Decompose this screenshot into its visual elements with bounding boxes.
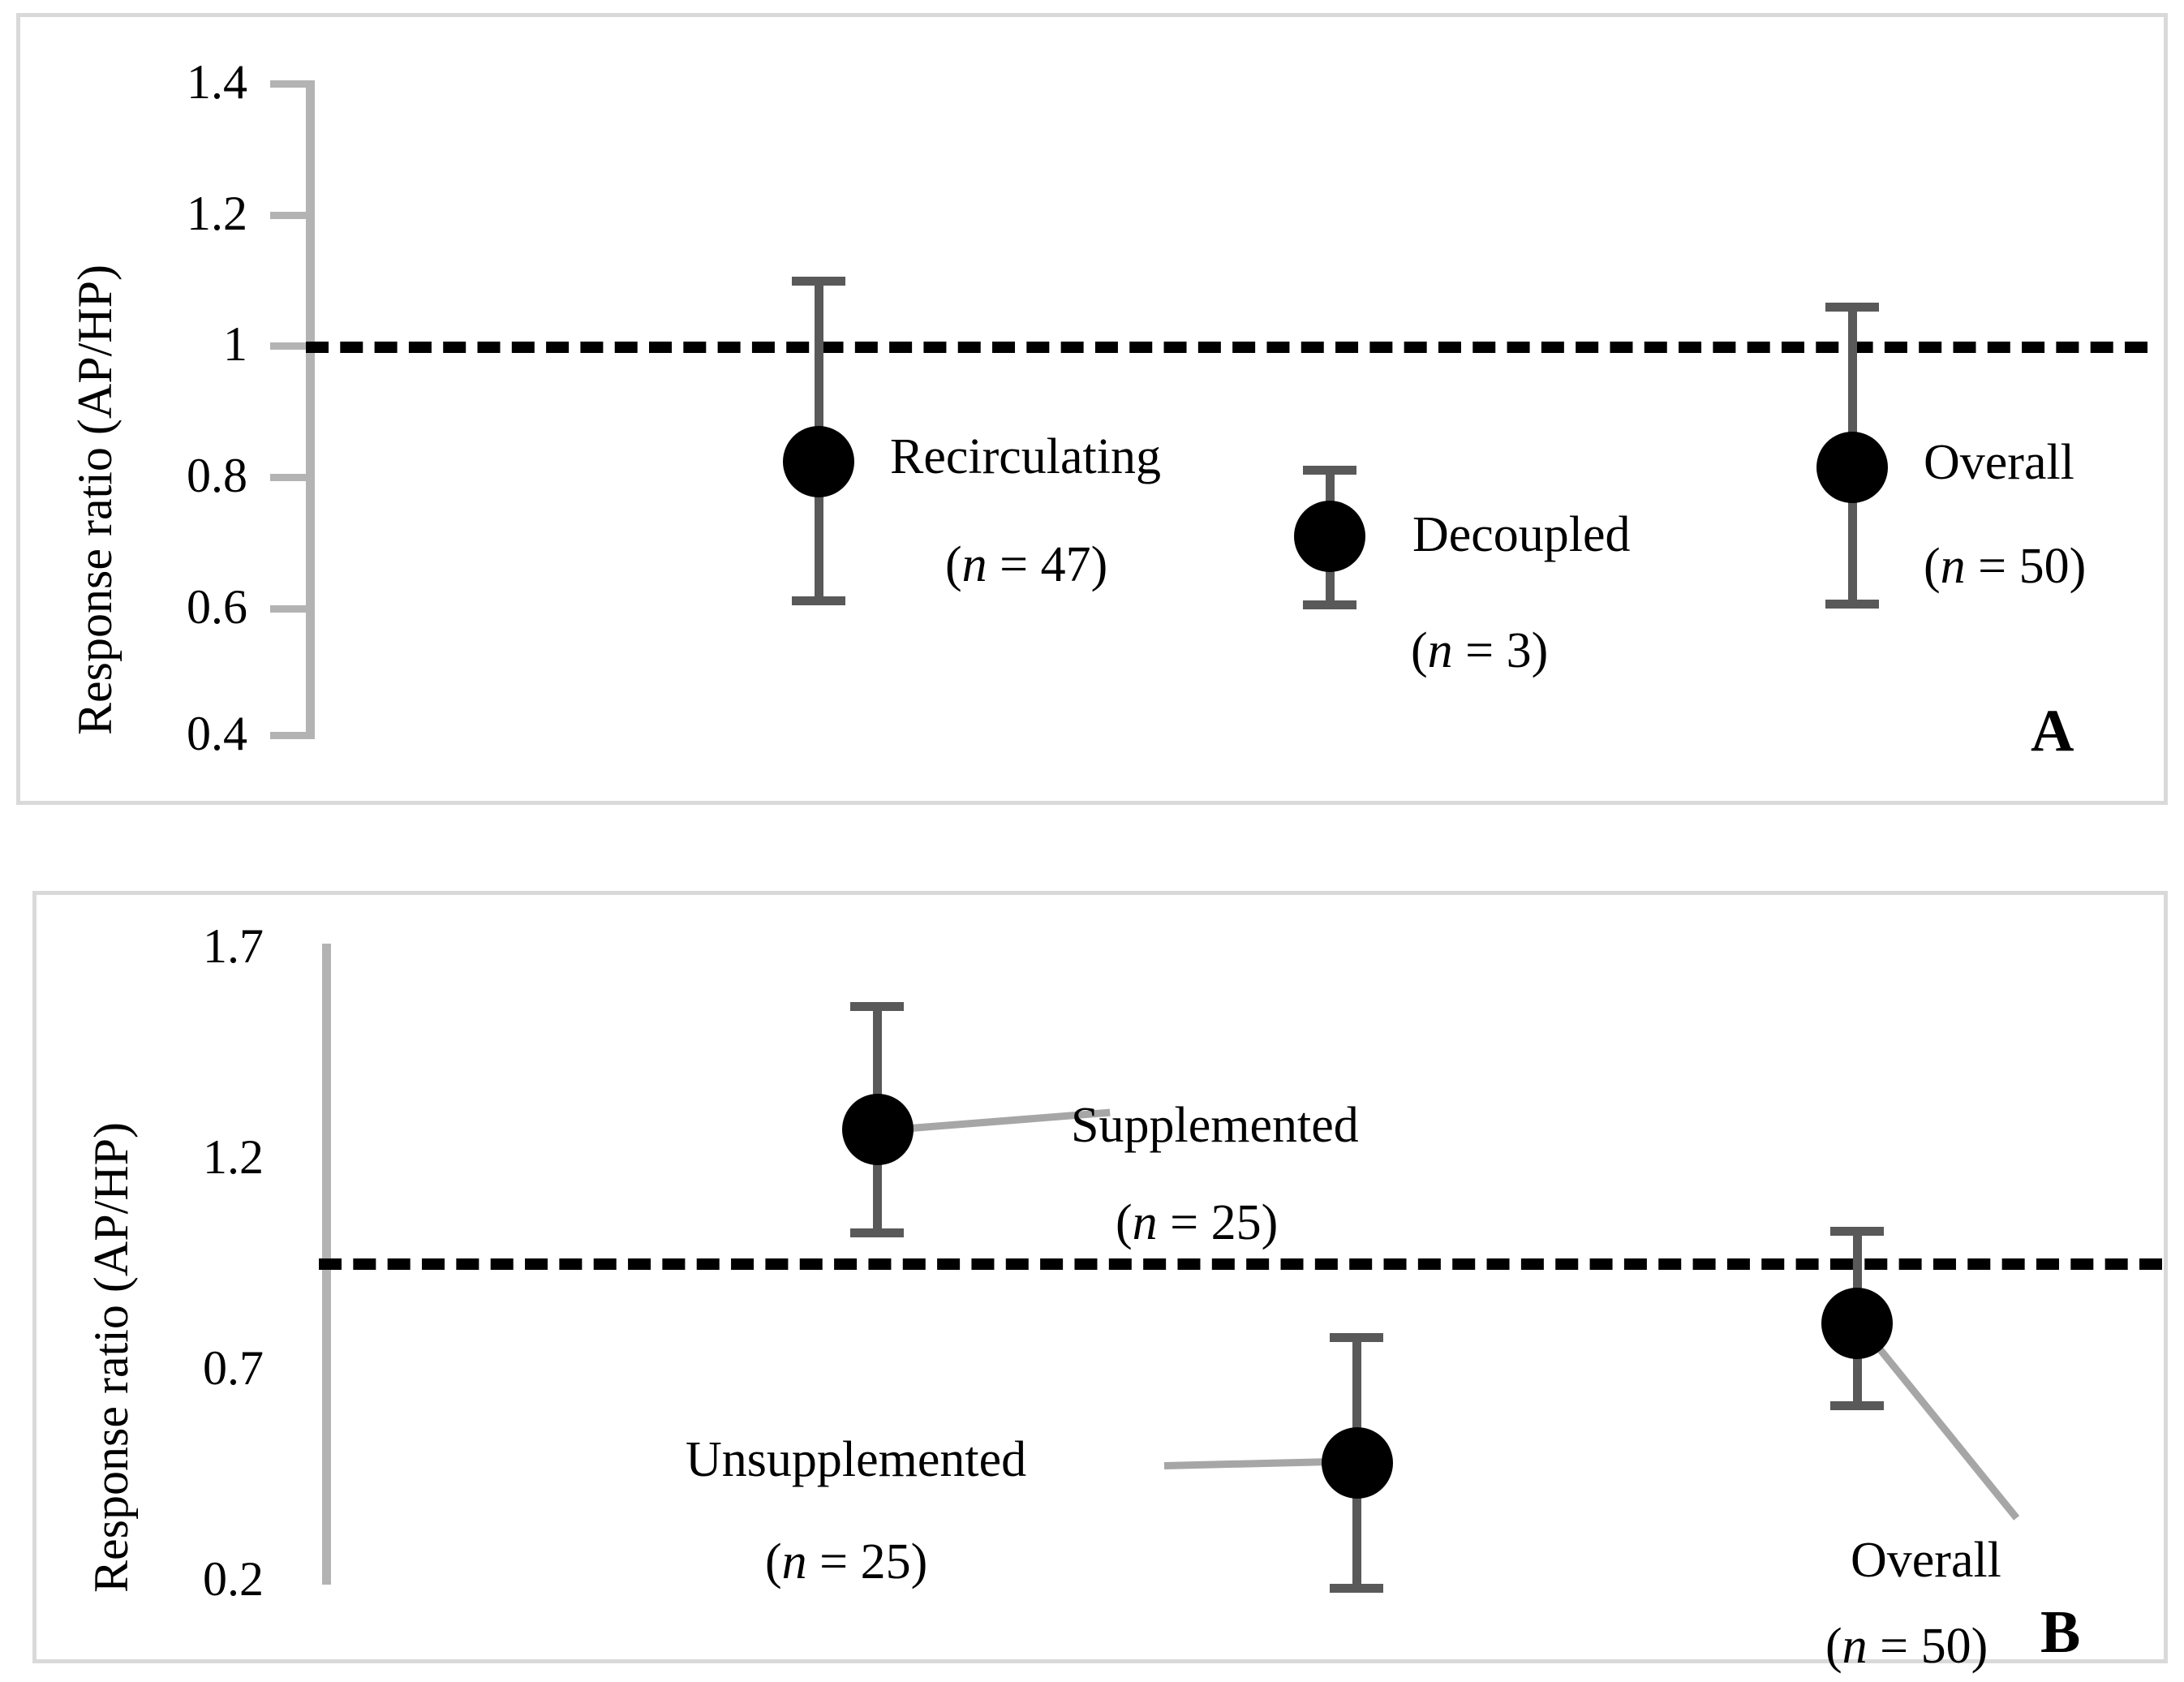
panel-a-plot: Response ratio (AP/HP) 1.4 1.2 1 0.8 0.6…: [20, 17, 2164, 801]
panel-a-point-label-text-overall: Overall: [1924, 435, 2074, 490]
panel-a-ytick-mark-0.8: [270, 474, 311, 481]
panel-a-ytick-label-1.2: 1.2: [187, 187, 247, 240]
panel-a-point-label-recirculating: Recirculating: [890, 428, 1161, 487]
panel-a-ytick-label-0.4: 0.4: [187, 707, 247, 760]
panel-a-point-label-text-decoupled: Decoupled: [1412, 507, 1631, 562]
panel-b-point-n-unsupplemented: (n = 25): [765, 1534, 928, 1590]
panel-b-point-n-overall: (n = 50): [1825, 1619, 1988, 1674]
panel-b-point-label-text-unsupplemented: Unsupplemented: [686, 1432, 1027, 1487]
panel-b-letter: B: [2040, 1599, 2081, 1666]
panel-a-point-label-text-recirculating: Recirculating: [890, 429, 1161, 484]
panel-a-point-n-decoupled: (n = 3): [1411, 623, 1549, 678]
panel-b-errorbar-cap-lower-supplemented: [850, 1228, 904, 1237]
panel-b-point-label-text-overall: Overall: [1851, 1533, 2001, 1588]
panel-b-point-n-supplemented: (n = 25): [1116, 1195, 1279, 1250]
panel-b-data-point-overall[interactable]: [1821, 1288, 1893, 1359]
panel-b-point-label-text-supplemented: Supplemented: [1071, 1098, 1359, 1153]
panel-a-data-point-recirculating[interactable]: [783, 426, 854, 497]
panel-a-point-n-recirculating: (n = 47): [945, 537, 1108, 592]
panel-a: Response ratio (AP/HP) 1.4 1.2 1 0.8 0.6…: [16, 13, 2168, 805]
panel-b-ytick-label-0.2: 0.2: [203, 1552, 264, 1606]
panel-b-data-point-unsupplemented[interactable]: [1322, 1427, 1393, 1499]
panel-a-data-point-overall[interactable]: [1816, 432, 1888, 503]
panel-b-data-point-supplemented[interactable]: [842, 1094, 914, 1165]
panel-a-ytick-label-1.4: 1.4: [187, 55, 247, 109]
panel-b-errorbar-cap-lower-unsupplemented: [1330, 1584, 1383, 1593]
panel-b-leader-line-overall: [1859, 1324, 2020, 1521]
panel-a-letter: A: [2031, 698, 2074, 764]
panel-a-data-point-decoupled[interactable]: [1294, 501, 1365, 572]
panel-a-point-n-overall: (n = 50): [1924, 539, 2087, 594]
panel-a-point-label-overall: Overall: [1924, 433, 2074, 493]
panel-a-y-axis-line: [306, 80, 315, 739]
panel-b-point-label-supplemented: Supplemented: [1071, 1096, 1359, 1155]
panel-a-reference-line-at-1: [306, 342, 2147, 353]
panel-b: Response ratio (AP/HP) 1.7 1.2 0.7 0.2 S…: [32, 891, 2168, 1674]
panel-a-ytick-mark-1: [270, 342, 311, 350]
panel-b-point-label-overall: Overall: [1851, 1531, 2001, 1590]
panel-b-ytick-label-0.7: 0.7: [203, 1341, 264, 1395]
panel-b-ytick-label-1.7: 1.7: [203, 919, 264, 973]
panel-b-errorbar-cap-lower-overall: [1830, 1401, 1884, 1410]
panel-b-point-label-unsupplemented: Unsupplemented: [686, 1430, 1026, 1490]
panel-a-ytick-label-1: 1: [223, 317, 247, 371]
panel-a-ytick-label-0.6: 0.6: [187, 580, 247, 634]
panel-a-errorbar-cap-lower-overall: [1825, 600, 1879, 609]
panel-a-ytick-label-0.8: 0.8: [187, 449, 247, 502]
panel-a-ytick-mark-1.2: [270, 212, 311, 219]
panel-b-reference-line-at-1: [319, 1258, 2162, 1270]
panel-a-ytick-mark-1.4: [270, 80, 311, 88]
panel-a-errorbar-cap-lower-decoupled: [1303, 600, 1356, 609]
panel-a-ytick-mark-0.6: [270, 605, 311, 613]
panel-b-plot: Response ratio (AP/HP) 1.7 1.2 0.7 0.2 S…: [37, 895, 2164, 1674]
panel-a-ytick-mark-0.4: [270, 732, 311, 739]
panel-a-errorbar-cap-lower-recirculating: [792, 596, 845, 605]
panel-a-point-label-decoupled: Decoupled: [1412, 505, 1631, 565]
panel-b-ytick-label-1.2: 1.2: [203, 1130, 264, 1184]
